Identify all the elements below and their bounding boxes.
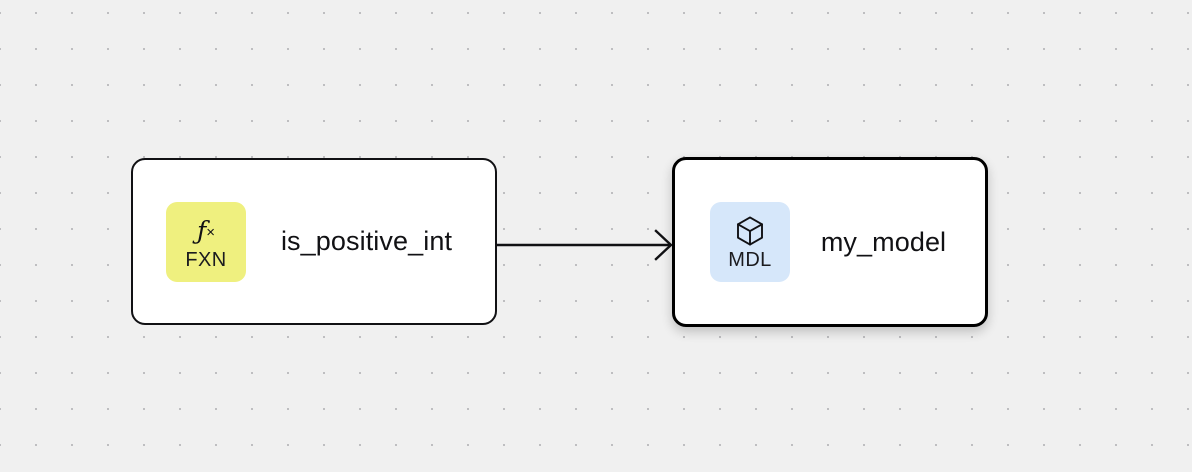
node-type-badge-label: FXN	[185, 248, 227, 271]
node-title: my_model	[820, 226, 947, 257]
node-title: is_positive_int	[280, 226, 453, 256]
cube-icon-svg	[737, 216, 763, 246]
edge-fxn-to-mdl[interactable]	[497, 229, 673, 261]
function-icon: ƒ×	[196, 216, 216, 245]
node-is-positive-int[interactable]: ƒ× FXN is_positive_int	[131, 158, 497, 325]
node-type-badge-mdl: MDL	[710, 202, 790, 282]
function-icon-glyph: ƒ	[196, 216, 207, 245]
node-type-badge-label: MDL	[728, 249, 772, 271]
node-type-badge-fxn: ƒ× FXN	[166, 201, 246, 282]
edge-arrowhead-icon	[654, 229, 673, 261]
cube-icon	[735, 214, 765, 248]
node-my-model[interactable]: MDL my_model	[672, 157, 988, 327]
